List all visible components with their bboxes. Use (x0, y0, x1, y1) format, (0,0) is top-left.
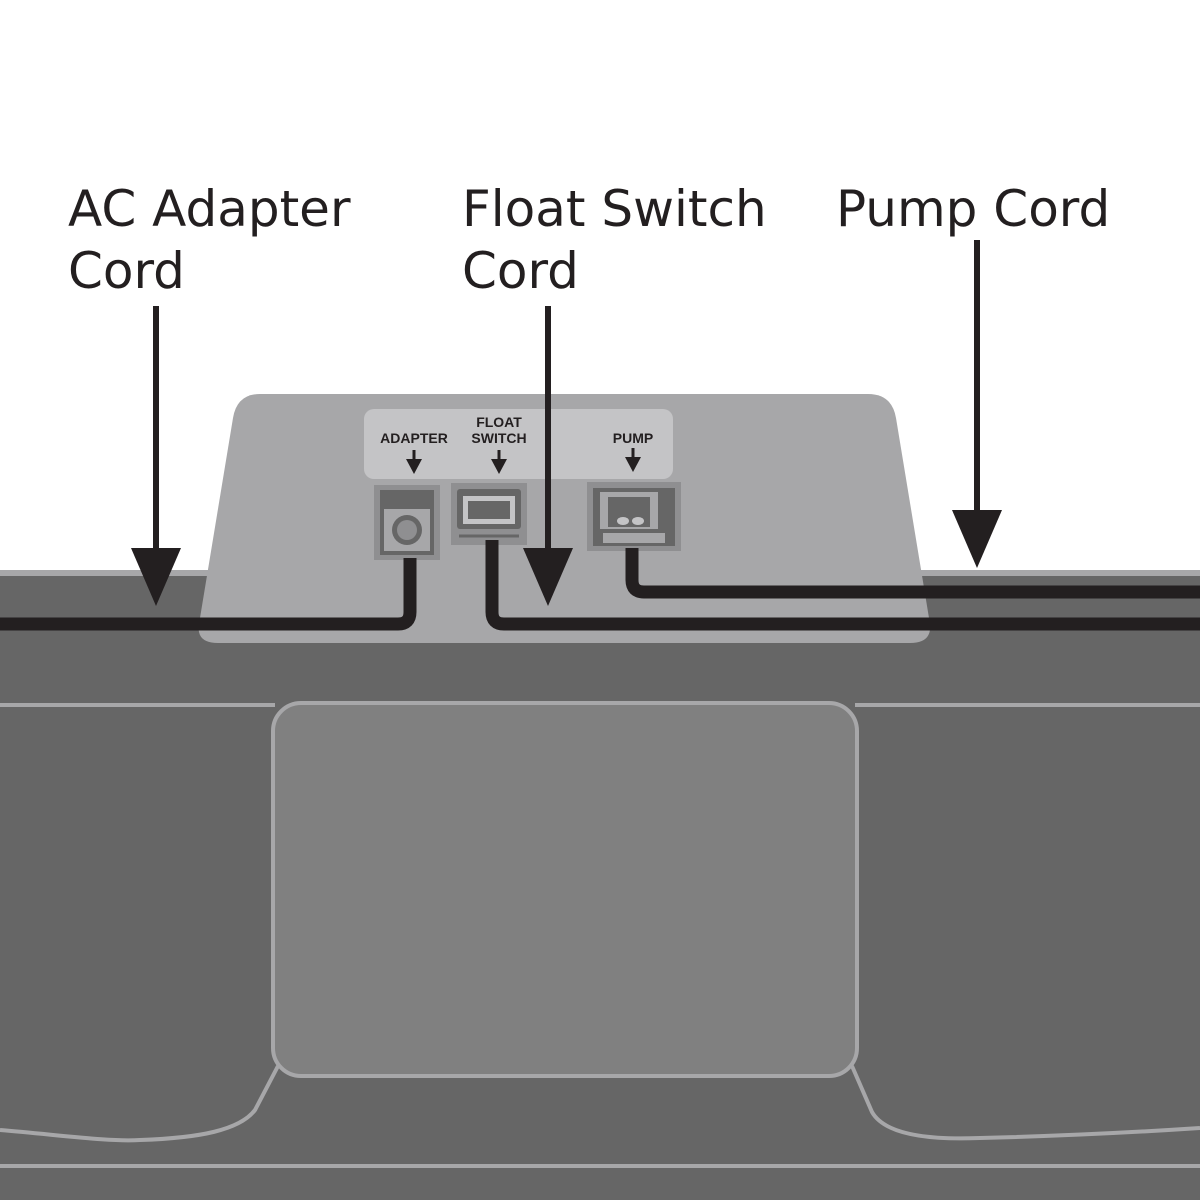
float-port-label-line1: FLOAT (476, 414, 522, 430)
pump-callout-arrow-icon (952, 240, 1002, 568)
adapter-jack-icon (374, 485, 440, 560)
ac-adapter-callout-arrow-icon (131, 306, 181, 606)
tank-lower-curve-left (0, 1065, 280, 1143)
float-switch-socket-icon (451, 483, 527, 545)
ac-adapter-cord-label: AC Adapter Cord (68, 180, 351, 300)
float-port-label-line2: SWITCH (471, 430, 526, 446)
port-label-panel (364, 409, 673, 479)
float-switch-callout-arrow-icon (523, 306, 573, 606)
adapter-cord (0, 558, 417, 631)
pump-cord-label: Pump Cord (836, 180, 1111, 238)
adapter-port-arrow-icon (406, 450, 422, 474)
pump-port-arrow-icon (625, 448, 641, 472)
pump-cord (625, 548, 1200, 599)
float-switch-cord-label: Float Switch Cord (462, 180, 767, 300)
tank-center-panel (271, 701, 859, 1078)
float-port-arrow-icon (491, 450, 507, 474)
float-switch-cord (485, 540, 1200, 631)
tank-lower-curve-right (850, 1065, 1200, 1141)
pump-socket-icon (587, 482, 681, 551)
adapter-port-label: ADAPTER (380, 430, 448, 446)
pump-port-label: PUMP (613, 430, 653, 446)
